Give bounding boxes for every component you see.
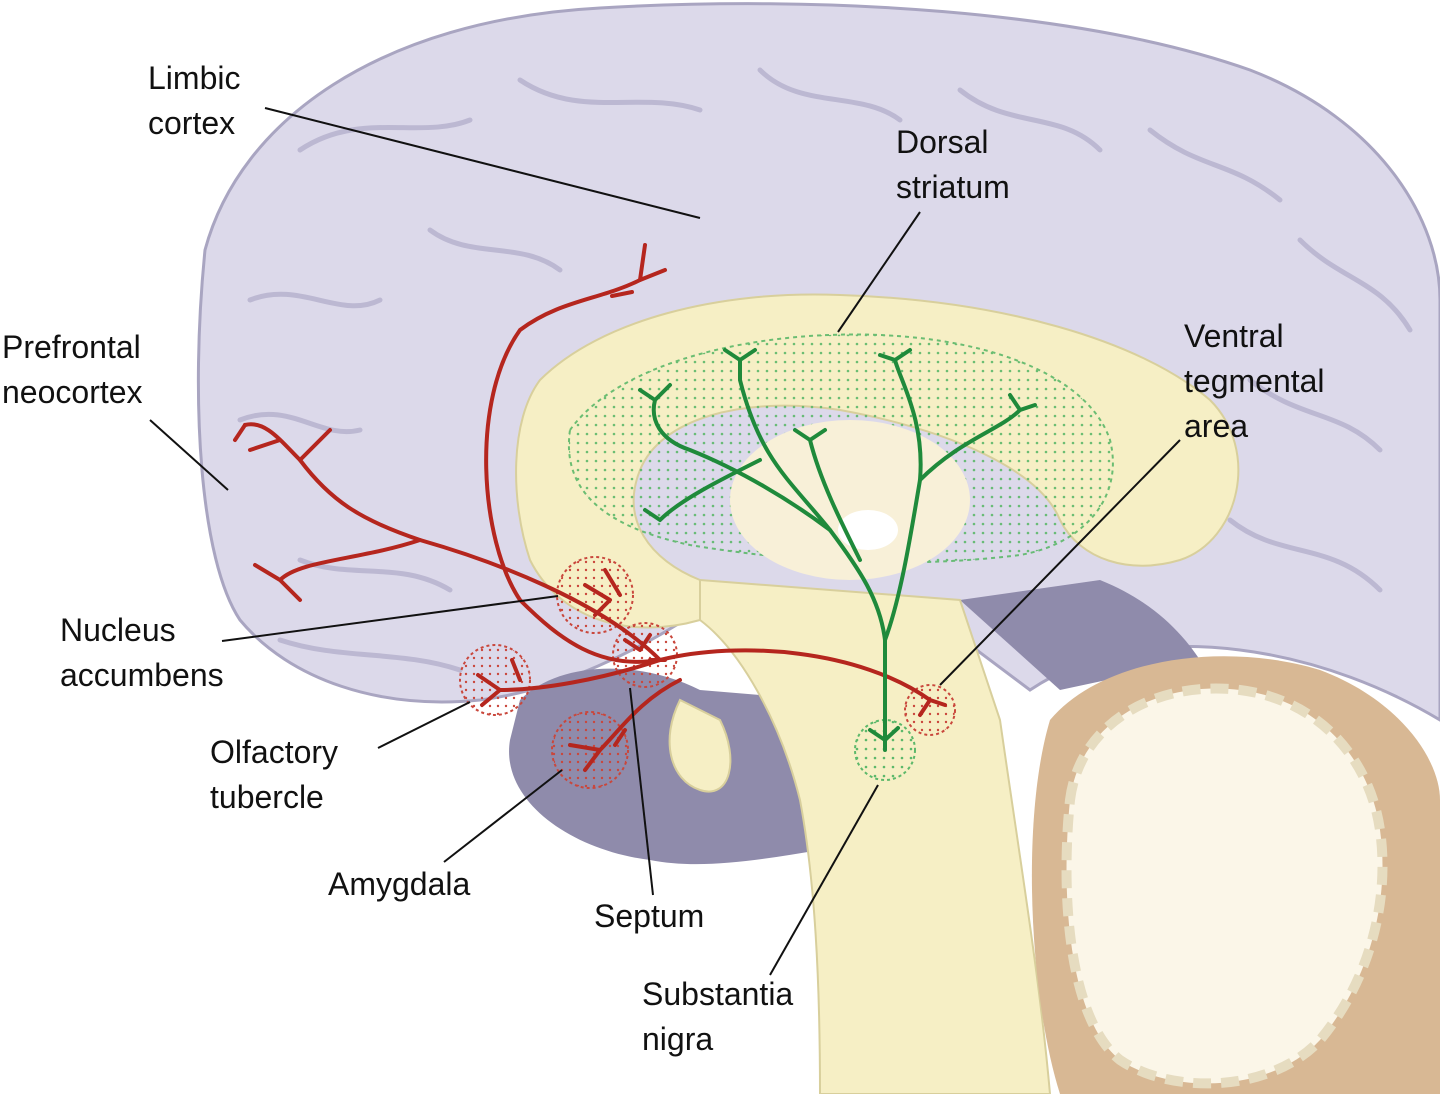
brainstem (699, 578, 1052, 1094)
nucleus-accumbens-region (556, 556, 634, 634)
medial-surface (960, 580, 1200, 690)
leader-ventral-tegmental-area (939, 439, 1181, 686)
label-amygdala: Amygdala (328, 866, 471, 902)
leader-amygdala (443, 769, 563, 863)
leader-lines (149, 107, 1181, 976)
leader-dorsal-striatum (837, 211, 921, 333)
leader-prefrontal-neocortex (149, 419, 229, 491)
nigrostriatal-pathway (638, 348, 1037, 752)
leader-nucleus-accumbens (221, 595, 559, 642)
vta-region (904, 684, 956, 736)
leader-limbic-cortex (264, 107, 701, 219)
leader-olfactory-tubercle (377, 701, 471, 749)
thalamus-highlight (838, 510, 898, 550)
fornix (668, 698, 732, 793)
leader-substantia-nigra (769, 784, 879, 976)
septum-region (612, 622, 678, 688)
leader-septum (629, 687, 654, 896)
cerebellum-arbor-vitae (1061, 683, 1388, 1089)
label-septum: Septum (594, 898, 705, 934)
